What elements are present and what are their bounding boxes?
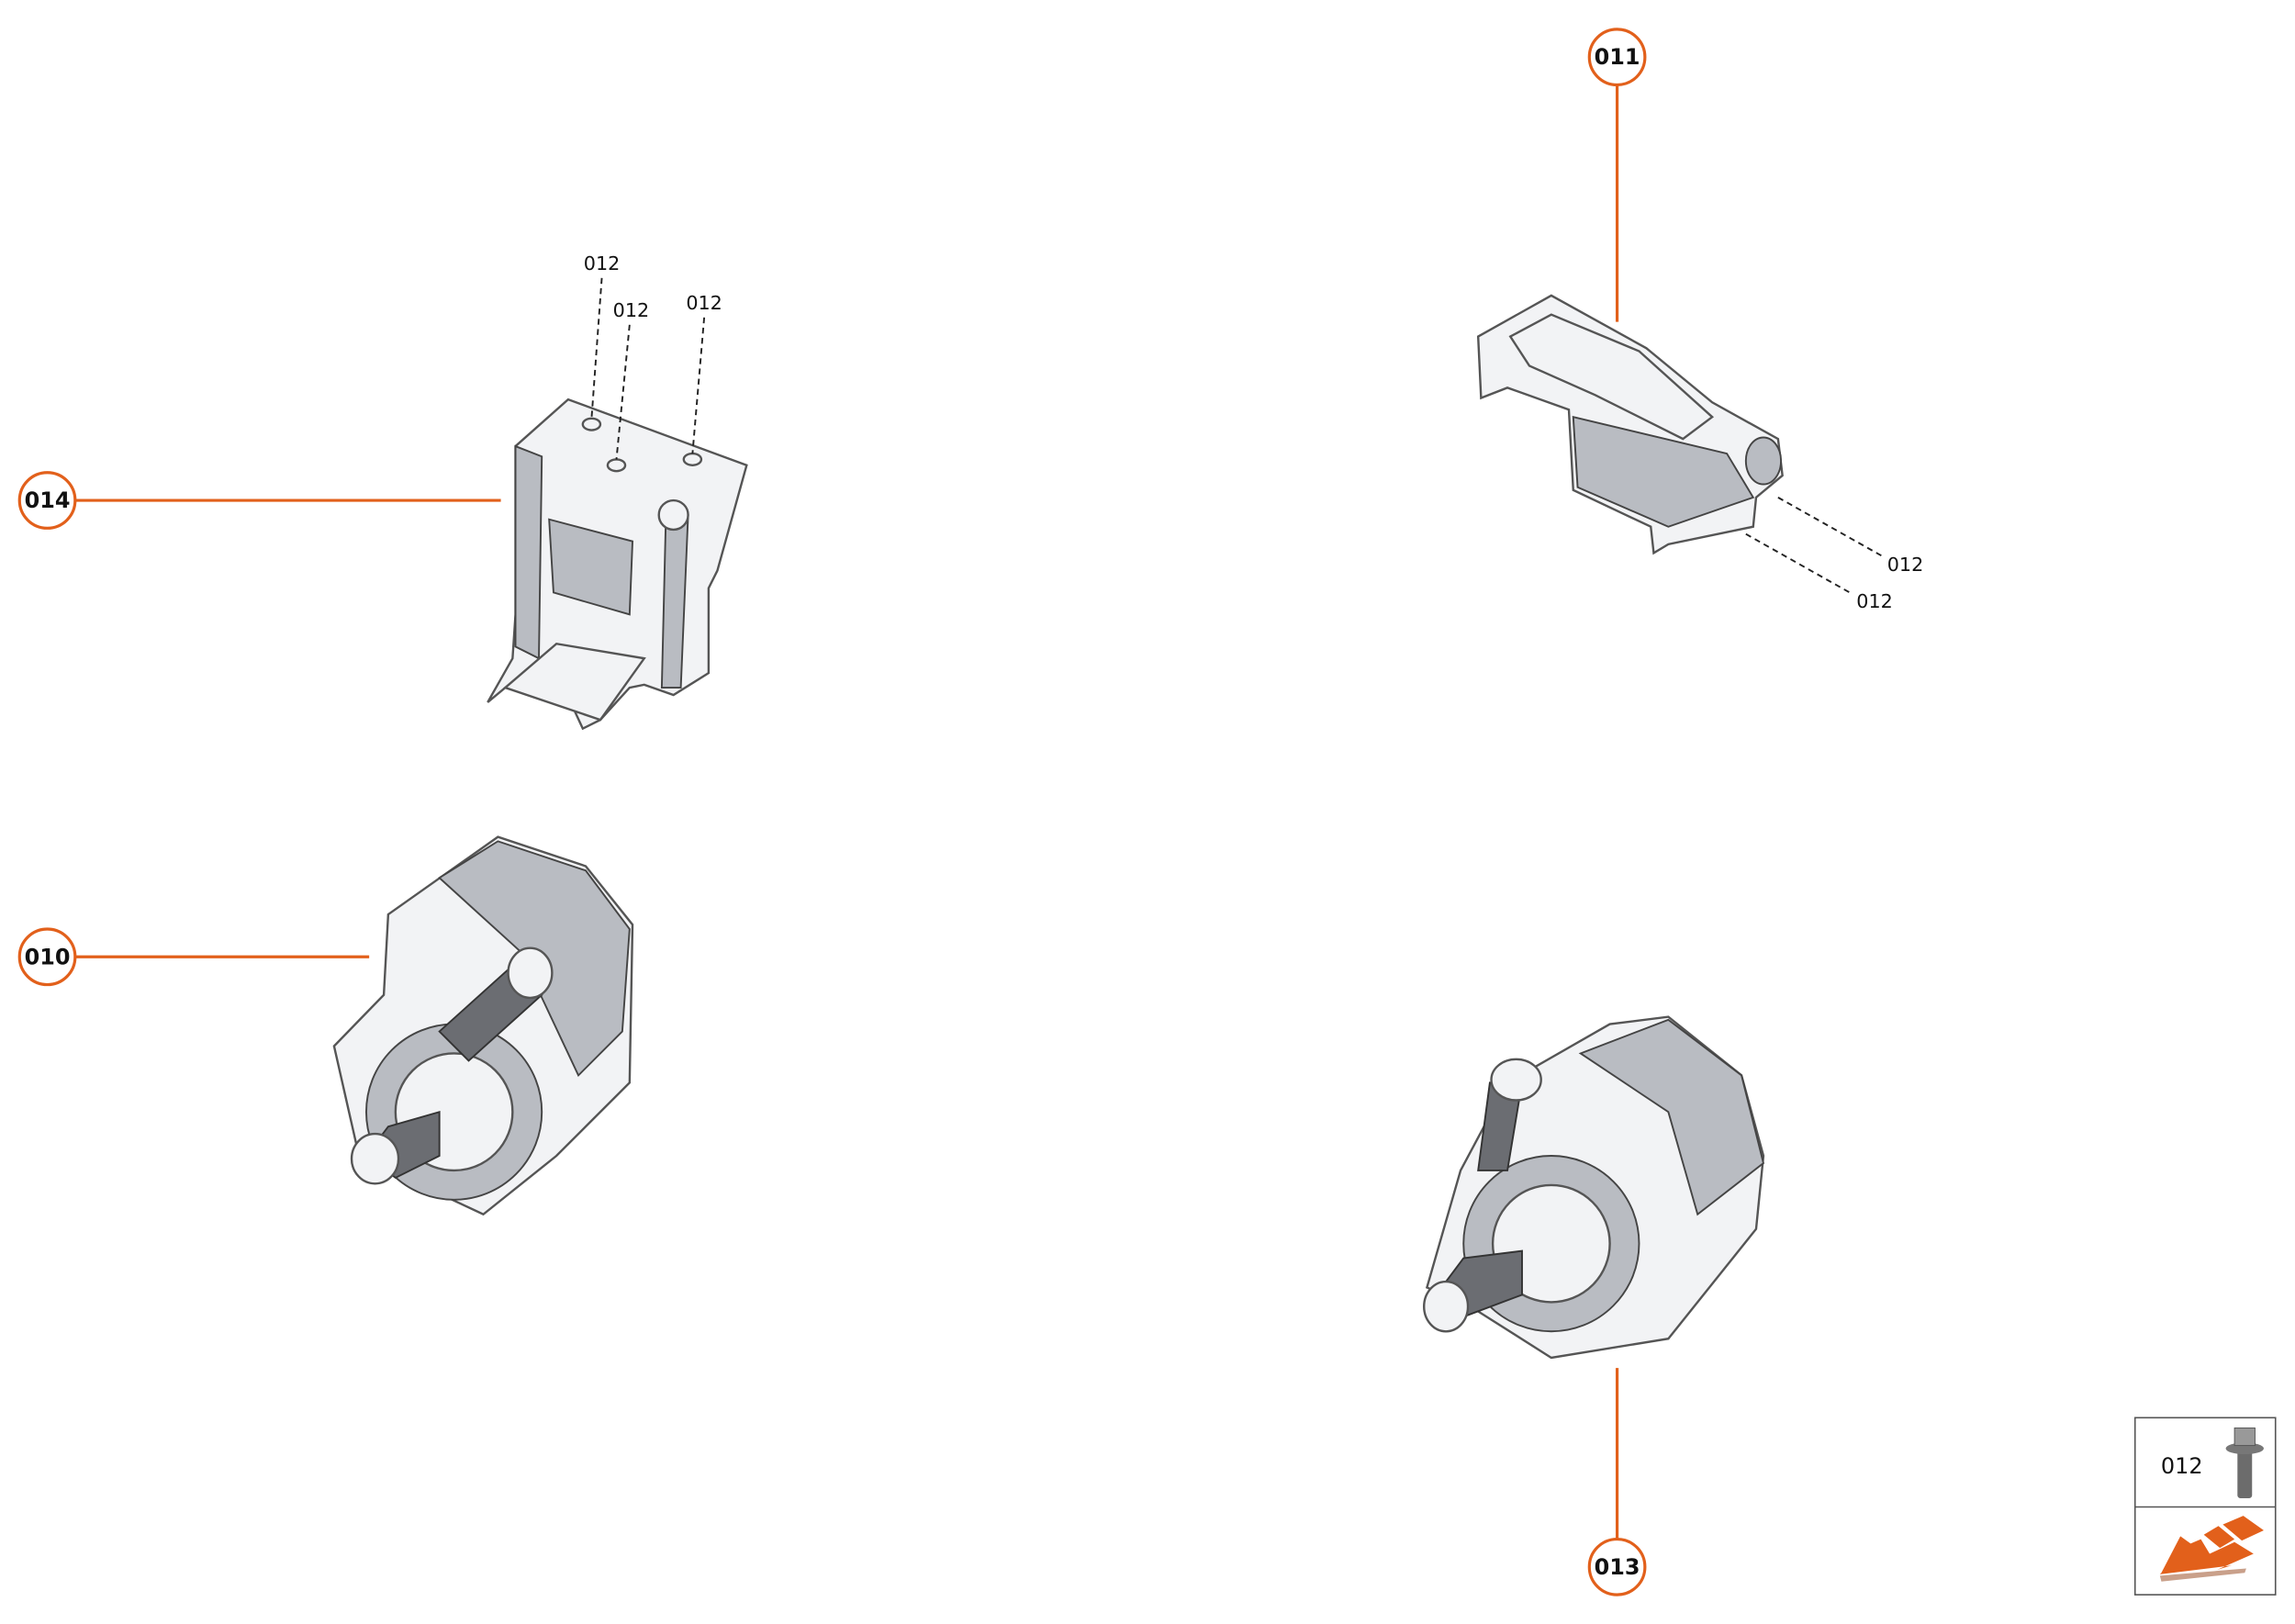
reference-012-c[interactable]: 012 [686,292,722,454]
reference-012-e[interactable]: 012 [1745,532,1893,612]
legend-part-number: 012 [2161,1453,2203,1479]
callout-label: 013 [1595,1554,1640,1580]
callout-label: 014 [25,487,71,513]
reference-label: 012 [613,299,650,321]
reference-012-d[interactable]: 012 [1777,497,1924,576]
flange-bolt-icon [2225,1427,2264,1498]
callout-011[interactable]: 011 [1587,28,1647,322]
orange-arrow-icon [2159,1516,2264,1582]
callout-label: 010 [25,944,71,969]
part-013-pump[interactable] [1423,1015,1765,1360]
reference-012-b[interactable]: 012 [613,299,650,460]
part-011-bracket[interactable] [1476,294,1784,555]
reference-label: 012 [584,252,621,274]
reference-012-a[interactable]: 012 [584,252,621,419]
callout-010[interactable]: 010 [17,927,370,987]
callout-014[interactable]: 014 [17,471,501,530]
callout-label: 011 [1595,44,1640,70]
reference-label: 012 [1856,590,1893,612]
part-014-bracket[interactable] [487,398,748,731]
legend-box: 012 [2133,1417,2277,1596]
callout-013[interactable]: 013 [1587,1368,1647,1596]
reference-label: 012 [1887,554,1924,576]
part-010-pump[interactable] [332,835,634,1216]
reference-label: 012 [686,292,722,314]
